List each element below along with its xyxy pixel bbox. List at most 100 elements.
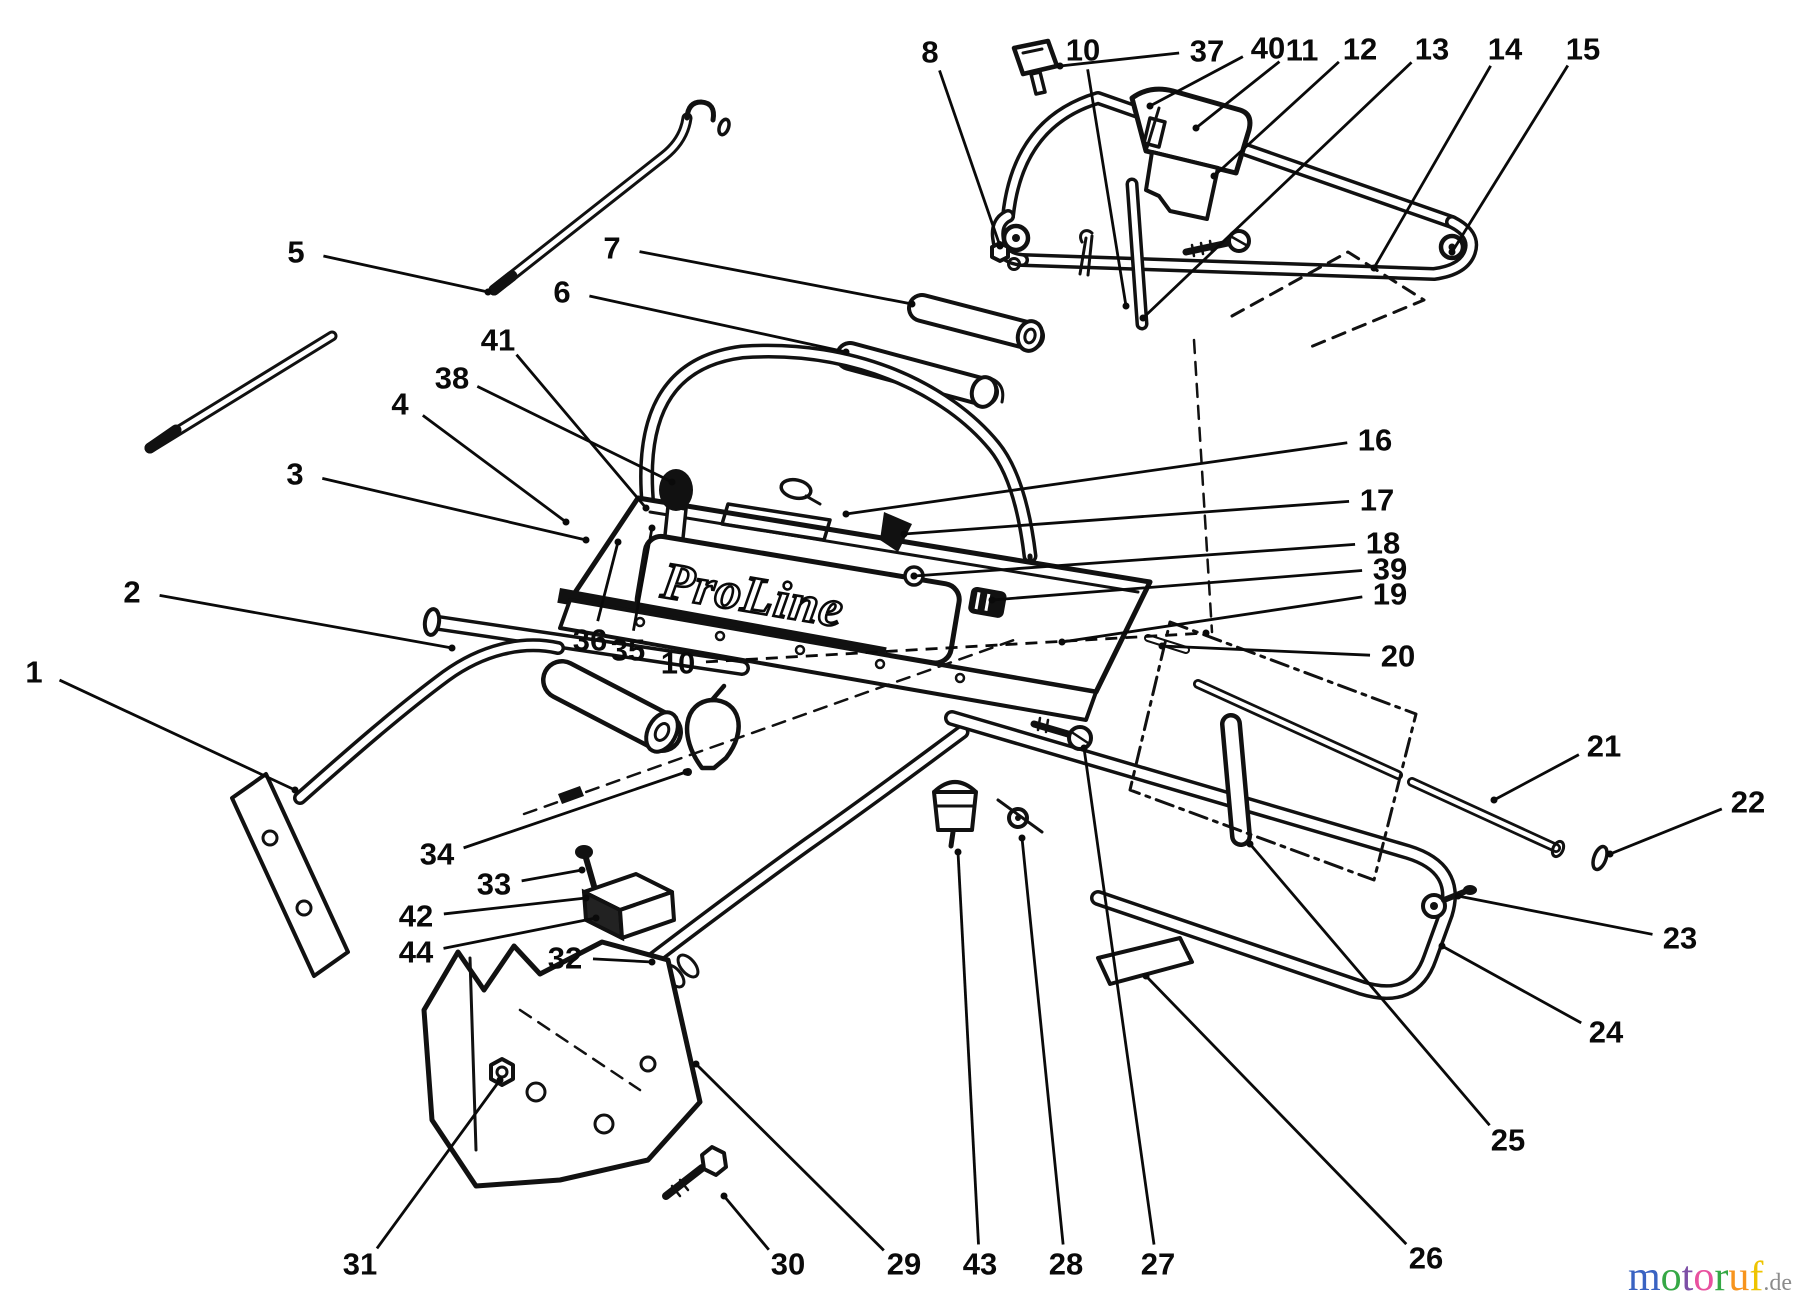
key-slot: [779, 477, 813, 501]
callout-dot: [1210, 172, 1218, 180]
callout-label: 35: [611, 633, 645, 668]
callout-leader: [1161, 644, 1371, 657]
callout-leader: [722, 1195, 770, 1251]
callout-label: 17: [1360, 483, 1394, 518]
end-stud: [1463, 885, 1477, 895]
callout-label: 13: [1415, 32, 1449, 67]
panel-apron: [558, 598, 1098, 722]
callout-label: 16: [1358, 423, 1392, 458]
ghost-outline-right: [1128, 620, 1418, 882]
callout-dot: [648, 524, 656, 532]
callout-dot: [614, 538, 622, 546]
callout-leader: [58, 678, 296, 792]
callout-label: 10: [661, 646, 695, 681]
callout-leader: [1086, 69, 1128, 307]
carriage-bolt: [1182, 229, 1251, 258]
callout-label: 37: [1190, 34, 1224, 69]
callout-dot: [582, 894, 590, 902]
callout-label: 25: [1491, 1123, 1525, 1158]
callout-dot: [1080, 744, 1088, 752]
callout-leader: [443, 896, 587, 916]
callout-dot: [562, 518, 570, 526]
callout-leader: [1059, 51, 1180, 68]
callout-label: 5: [287, 235, 304, 270]
console-bracket: [1144, 150, 1220, 221]
callout-leader: [589, 294, 847, 354]
callout-label: 19: [1373, 577, 1407, 612]
callout-dot: [496, 1076, 504, 1084]
callout-label: 30: [771, 1247, 805, 1282]
callout-label: 27: [1141, 1247, 1175, 1282]
callout-label: 39: [1373, 552, 1407, 587]
callout-dot: [1058, 638, 1066, 646]
callout-leader: [639, 250, 913, 306]
callout-leader: [1609, 807, 1723, 856]
callout-leader: [521, 868, 583, 883]
callout-dot: [668, 478, 676, 486]
callout-leader: [463, 770, 687, 850]
callout-dot: [1142, 972, 1150, 980]
callout-leader: [1142, 61, 1413, 320]
callout-dot: [582, 536, 590, 544]
callout-leader: [1441, 944, 1582, 1025]
callout-leader: [323, 254, 489, 294]
callout-dot: [1606, 850, 1614, 858]
rod-hatched-tip: [144, 424, 182, 454]
callout-leader: [1061, 595, 1363, 644]
callout-dot: [1192, 124, 1200, 132]
callout-leader: [596, 541, 620, 622]
callout-label: 40: [1251, 31, 1285, 66]
watermark-letter: o: [1693, 1254, 1715, 1300]
callout-leader: [476, 385, 673, 484]
callout-dot: [900, 530, 908, 538]
callout-dot: [908, 300, 916, 308]
callout-label: 8: [921, 35, 938, 70]
callout-dot: [1370, 264, 1378, 272]
callout-dot: [1490, 796, 1498, 804]
callout-label: 34: [420, 837, 455, 872]
watermark-letter: r: [1714, 1254, 1729, 1300]
callout-dot: [578, 866, 586, 874]
callout-leader: [1450, 64, 1570, 253]
callout-label: 12: [1343, 32, 1377, 67]
callout-dot: [1202, 629, 1210, 637]
motoruf-watermark: motoruf.de: [1628, 1256, 1792, 1298]
cotter-pin: [1078, 229, 1094, 277]
callout-dot: [682, 768, 690, 776]
choke-lever: [880, 512, 912, 552]
callout-dot: [1158, 642, 1166, 650]
callout-leader: [421, 414, 567, 524]
deflector-wedge: [1096, 936, 1194, 986]
callout-label: 24: [1589, 1015, 1624, 1050]
callout-leader: [1149, 55, 1244, 108]
callout-label: 32: [548, 941, 582, 976]
callout-leader: [515, 353, 648, 509]
retainer-clip: [1591, 844, 1609, 872]
cable-tie: [684, 683, 741, 771]
callout-leader: [705, 631, 1207, 664]
watermark-letter: t: [1681, 1254, 1694, 1300]
hex-bolt: [662, 1145, 728, 1200]
callout-dot: [1122, 302, 1130, 310]
callout-dot: [842, 348, 850, 356]
callout-dot: [1438, 942, 1446, 950]
ignition-key: [1011, 38, 1060, 96]
callout-label: 23: [1663, 921, 1697, 956]
callout-label: 7: [603, 231, 620, 266]
callout-leader: [913, 542, 1356, 578]
callout-dot: [1448, 248, 1456, 256]
callout-dot: [1146, 102, 1154, 110]
callout-dot: [910, 572, 918, 580]
callout-label: 36: [573, 623, 607, 658]
callout-leader: [443, 916, 597, 950]
trunnion: [996, 798, 1044, 834]
callout-label: 28: [1049, 1247, 1083, 1282]
callout-label: 31: [343, 1247, 377, 1282]
set-screw: [558, 786, 584, 804]
callout-leader: [632, 527, 654, 632]
callout-dot: [720, 1192, 728, 1200]
callout-dot: [988, 596, 996, 604]
callout-leader: [956, 851, 980, 1245]
